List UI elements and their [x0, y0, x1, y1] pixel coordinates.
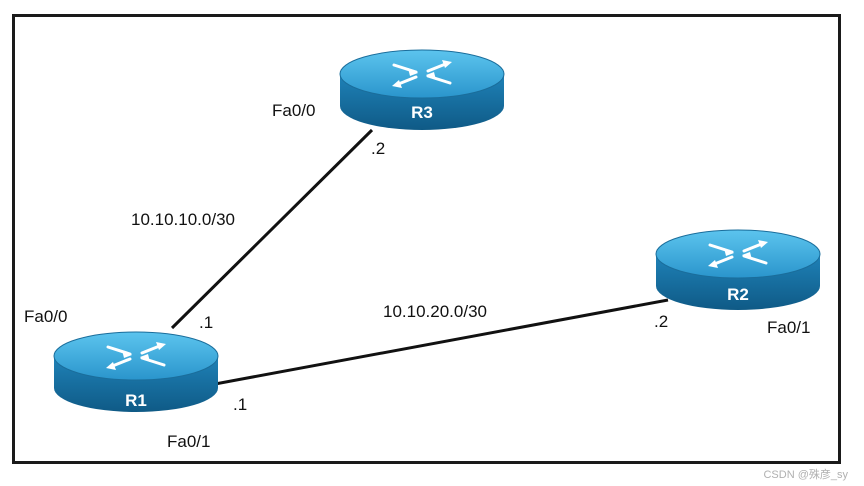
- router-label-r3: R3: [411, 103, 433, 122]
- r3-host-label: .2: [371, 139, 386, 158]
- router-label-r1: R1: [125, 391, 147, 410]
- router-r2[interactable]: R2: [655, 229, 821, 310]
- r1-fa01-interface-label: Fa0/1: [167, 432, 211, 451]
- r3-interface-label: Fa0/0: [272, 101, 316, 120]
- network-label-r1-r3: 10.10.10.0/30: [131, 210, 235, 229]
- r1-fa00-interface-label: Fa0/0: [24, 307, 68, 326]
- router-r1[interactable]: R1: [53, 331, 219, 412]
- r1-fa01-host-label: .1: [233, 395, 248, 414]
- r2-host-label: .2: [654, 312, 669, 331]
- router-r3[interactable]: R3: [339, 49, 505, 130]
- r1-fa00-host-label: .1: [199, 313, 214, 332]
- watermark: CSDN @殊彦_sy: [763, 469, 848, 481]
- link-r1-r3: [170, 128, 374, 330]
- router-label-r2: R2: [727, 285, 749, 304]
- r2-interface-label: Fa0/1: [767, 318, 811, 337]
- diagram-frame: [12, 14, 841, 464]
- link-r1-r2: [214, 298, 669, 386]
- network-label-r1-r2: 10.10.20.0/30: [383, 302, 487, 321]
